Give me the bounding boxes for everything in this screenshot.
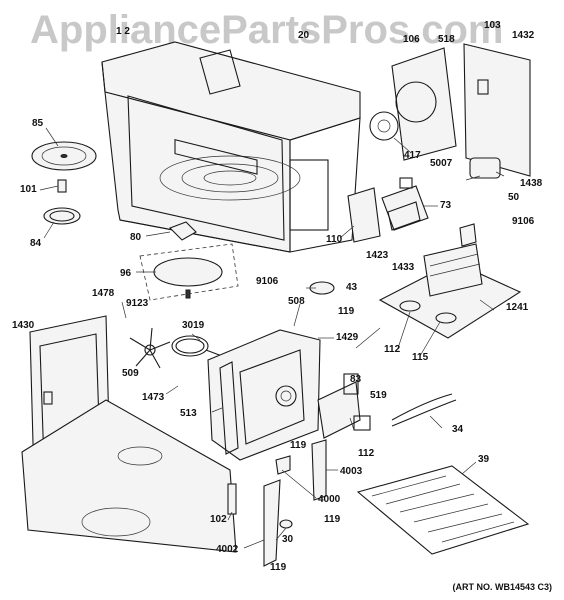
part-label-9106b: 9106: [512, 216, 535, 227]
oven-cavity: [101, 41, 361, 253]
part-label-1430: 1430: [12, 320, 35, 331]
rear-panel: [463, 43, 531, 177]
part-label-80: 80: [130, 232, 142, 243]
part-label-4000: 4000: [318, 494, 341, 505]
part-label-1241: 1241: [506, 302, 529, 313]
watermark: AppliancePartsPros.com: [30, 8, 504, 52]
part-label-4002: 4002: [216, 544, 239, 555]
part-label-9123: 9123: [126, 298, 149, 309]
part-label-112b: 112: [358, 448, 375, 459]
part-label-119d: 119: [270, 562, 287, 573]
part-label-43: 43: [346, 282, 358, 293]
part-label-5007: 5007: [430, 158, 453, 169]
part-label-3019: 3019: [182, 320, 205, 331]
part-label-1433: 1433: [392, 262, 415, 273]
part-label-1432: 1432: [512, 30, 535, 41]
part-label-50: 50: [508, 192, 520, 203]
part-label-9106a: 9106: [256, 276, 279, 287]
part-label-519: 519: [370, 390, 387, 401]
part-label-1473: 1473: [142, 392, 165, 403]
part-label-20: 20: [298, 30, 310, 41]
part-label-509: 509: [122, 368, 139, 379]
part-label-83: 83: [350, 374, 362, 385]
latch-parts: [227, 439, 327, 567]
part-label-508: 508: [288, 296, 305, 307]
part-label-112a: 112: [384, 344, 401, 355]
capacitor: [469, 157, 501, 179]
part-label-73: 73: [440, 200, 452, 211]
part-label-106: 106: [403, 34, 420, 45]
part-label-12: 1 2: [116, 26, 130, 37]
part-label-96: 96: [120, 268, 132, 279]
wire-harness: [391, 393, 457, 427]
turntable-glass: [31, 141, 97, 171]
heater-ring: [171, 335, 223, 357]
part-label-84: 84: [30, 238, 42, 249]
part-label-119a: 119: [338, 306, 355, 317]
part-label-513: 513: [180, 408, 197, 419]
part-label-417: 417: [404, 150, 421, 161]
coupler: [57, 179, 67, 193]
part-label-39: 39: [478, 454, 490, 465]
part-label-103: 103: [484, 20, 501, 31]
waveguide: [347, 187, 381, 243]
art-number: (ART NO. WB14543 C3): [452, 582, 552, 592]
part-label-115: 115: [412, 352, 429, 363]
part-label-1429: 1429: [336, 332, 359, 343]
part-label-1478: 1478: [92, 288, 115, 299]
transformer: [423, 223, 483, 297]
part-label-85: 85: [32, 118, 44, 129]
part-label-102: 102: [210, 514, 227, 525]
magnetron: [381, 177, 429, 231]
fan-motor: [369, 47, 457, 161]
fan-blade: [129, 327, 171, 369]
part-label-110: 110: [326, 234, 343, 245]
part-label-4003: 4003: [340, 466, 363, 477]
leader-lines: [39, 127, 505, 549]
oven-rack: [356, 465, 530, 555]
part-label-1438: 1438: [520, 178, 543, 189]
stirrer-assembly: [139, 221, 239, 301]
part-label-1423: 1423: [366, 250, 389, 261]
part-label-101: 101: [20, 184, 37, 195]
control-bracket: [317, 373, 371, 439]
inner-door: [207, 329, 321, 461]
roller-ring: [43, 207, 81, 225]
part-label-518: 518: [438, 34, 455, 45]
part-label-119c: 119: [324, 514, 341, 525]
part-label-34: 34: [452, 424, 464, 435]
part-label-119b: 119: [290, 440, 307, 451]
part-label-30: 30: [282, 534, 294, 545]
